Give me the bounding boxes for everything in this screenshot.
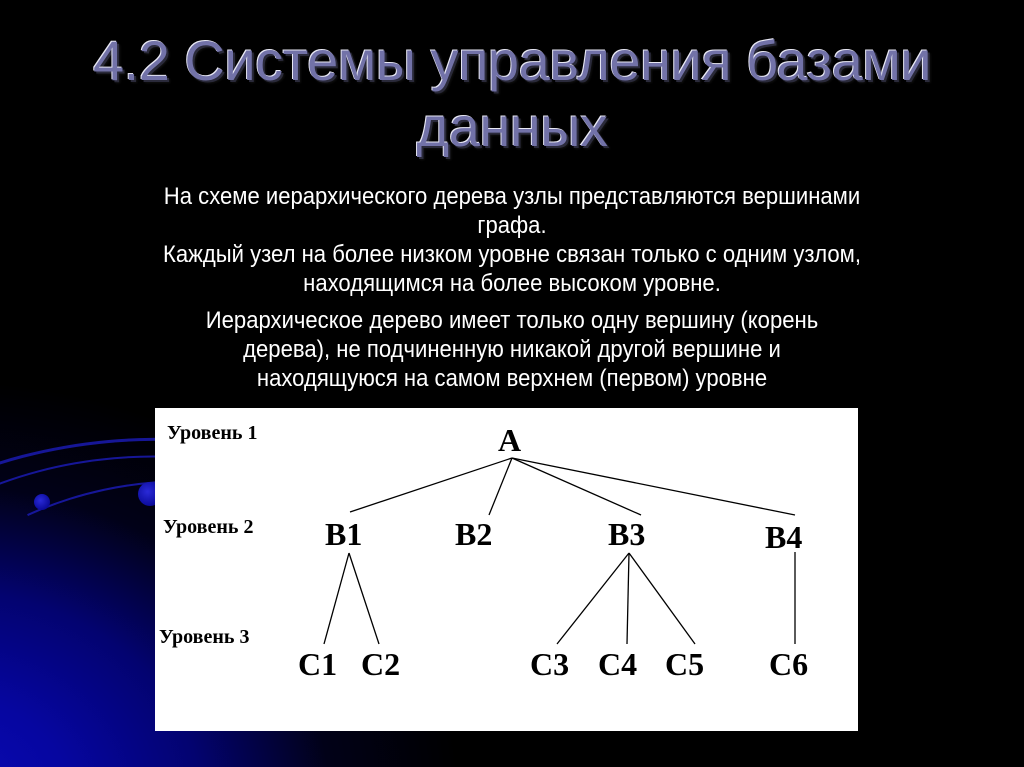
node-B1: B1 <box>325 516 363 552</box>
paragraph-3-line-1: Иерархическое дерево имеет только одну в… <box>205 307 819 334</box>
edge-B1-C2 <box>348 552 380 645</box>
edge-A-B1 <box>349 457 513 513</box>
node-B3: B3 <box>608 516 646 552</box>
edge-B3-C4 <box>626 552 630 645</box>
hierarchy-tree-diagram: Уровень 1 Уровень 2 Уровень 3 A B1 B2 B3… <box>155 408 858 731</box>
edge-B3-C5 <box>628 552 696 645</box>
node-C3: C3 <box>530 646 570 682</box>
edge-B3-C3 <box>556 552 630 645</box>
paragraph-3-line-2: дерева), не подчиненную никакой другой в… <box>243 336 781 363</box>
level-3-label: Уровень 3 <box>159 626 250 648</box>
paragraph-2-line-1: Каждый узел на более низком уровне связа… <box>162 241 861 268</box>
paragraph-2: Каждый узел на более низком уровне связа… <box>78 240 946 298</box>
node-C6: C6 <box>769 646 809 682</box>
level-1-label: Уровень 1 <box>167 422 258 444</box>
node-C4: C4 <box>598 646 638 682</box>
slide-title: 4.2 Системы управления базами данных <box>0 28 1024 160</box>
paragraph-1: На схеме иерархического дерева узлы пред… <box>78 182 946 240</box>
edge-B1-C1 <box>323 552 350 645</box>
paragraph-1-line-2: графа. <box>477 212 547 239</box>
edge-A-B3 <box>511 457 642 516</box>
title-line-2: данных <box>416 95 608 158</box>
node-B4: B4 <box>765 519 803 555</box>
decorative-dot <box>34 494 50 510</box>
edge-A-B4 <box>511 457 796 516</box>
paragraph-3: Иерархическое дерево имеет только одну в… <box>78 306 946 393</box>
node-C2: C2 <box>361 646 401 682</box>
tree-edges <box>323 457 796 645</box>
node-A: A <box>498 422 522 458</box>
paragraph-2-line-2: находящимся на более высоком уровне. <box>303 270 721 297</box>
paragraph-3-line-3: находящуюся на самом верхнем (первом) ур… <box>256 365 768 392</box>
node-C1: C1 <box>298 646 338 682</box>
paragraph-1-line-1: На схеме иерархического дерева узлы пред… <box>163 183 861 210</box>
node-C5: C5 <box>665 646 705 682</box>
edge-A-B2 <box>488 457 513 516</box>
node-B2: B2 <box>455 516 493 552</box>
level-2-label: Уровень 2 <box>163 516 254 538</box>
title-line-1: 4.2 Системы управления базами <box>93 29 932 92</box>
